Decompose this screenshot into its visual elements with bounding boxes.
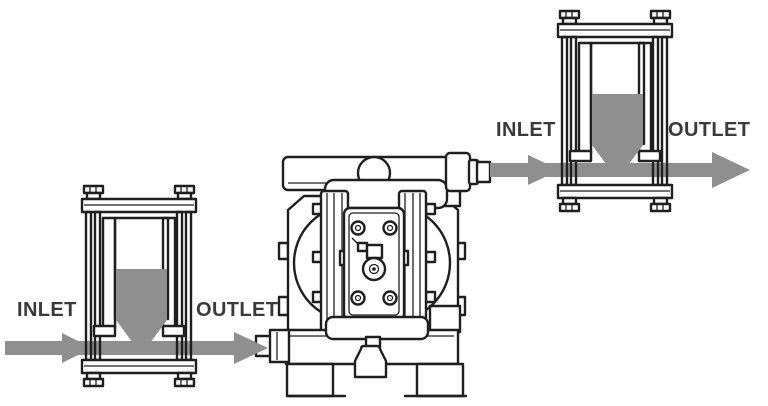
pump-block-bolts bbox=[350, 220, 398, 306]
pump-lower-tray bbox=[324, 315, 430, 341]
arrowhead bbox=[62, 333, 92, 363]
pump-foot-right bbox=[415, 362, 465, 398]
inlet-strainer-illustration bbox=[80, 184, 198, 388]
pump-center-emblem bbox=[361, 256, 387, 282]
outlet-strainer-illustration bbox=[556, 9, 674, 213]
label-outlet-right: OUTLET bbox=[668, 119, 751, 141]
label-inlet-right: INLET bbox=[496, 119, 556, 141]
pump-foot-left bbox=[285, 362, 335, 398]
pump-outlet-port bbox=[444, 151, 492, 193]
diaphragm-pump-illustration bbox=[254, 151, 492, 398]
pump-drain bbox=[353, 344, 388, 379]
arrowhead bbox=[712, 152, 750, 188]
arrowhead bbox=[528, 155, 560, 185]
arrowhead bbox=[234, 332, 268, 364]
label-inlet-left: INLET bbox=[17, 299, 77, 321]
label-outlet-left: OUTLET bbox=[196, 299, 279, 321]
